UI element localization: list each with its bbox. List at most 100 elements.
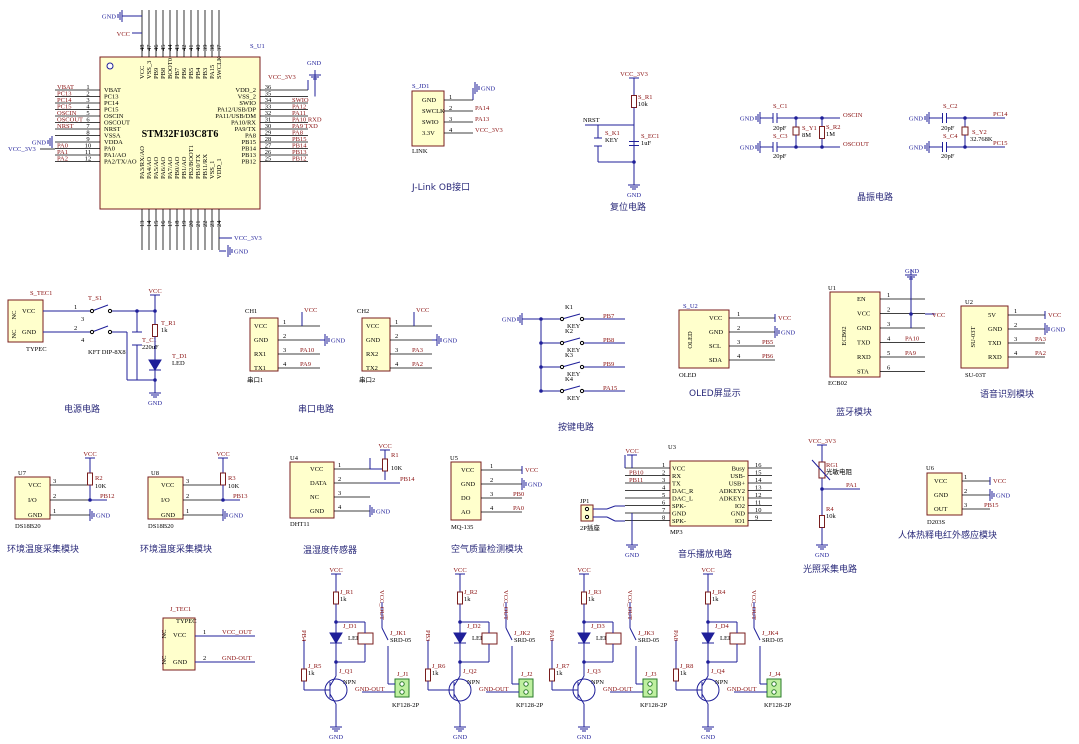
- res-ref: J_R3: [588, 589, 601, 596]
- power-label: VCC_3V3: [268, 74, 296, 81]
- net-label: PA0: [513, 505, 524, 512]
- relay-val: SRD-05: [390, 637, 411, 644]
- wire: [811, 459, 831, 481]
- junction-dot: [820, 145, 824, 149]
- pin-name: GND: [672, 511, 686, 518]
- pin-number: 39: [202, 45, 209, 52]
- resistor-body: [549, 668, 555, 682]
- ground-label: GND: [96, 513, 110, 520]
- pin-name: GND: [22, 329, 36, 336]
- pin-number: 4: [283, 361, 287, 368]
- net-label: PA11: [292, 110, 306, 117]
- power-label: VCC: [701, 567, 714, 574]
- pin-number: 25: [265, 156, 272, 163]
- pin-number: 1: [887, 292, 890, 299]
- net-label: PB12: [100, 493, 114, 500]
- pin-name: TX: [672, 481, 681, 488]
- power-label: VCC: [378, 443, 391, 450]
- junction-dot: [153, 309, 157, 313]
- power-symbol: VCC: [989, 477, 1006, 485]
- net-label: NRST: [57, 123, 74, 130]
- terminal-screw: [647, 681, 653, 687]
- pin-name: VBAT: [104, 87, 121, 94]
- mp3-sub: MP3: [670, 529, 683, 536]
- pin-number: 23: [209, 221, 216, 228]
- pin-number: 8: [662, 515, 665, 522]
- pin-name: PC14: [104, 100, 119, 107]
- pin-number: 18: [174, 221, 181, 228]
- net-label: OSCOUT: [843, 141, 869, 148]
- pin-number: 41: [188, 45, 195, 52]
- power-symbol: VCC: [453, 567, 467, 575]
- terminal-val: KF128-2P: [392, 702, 419, 709]
- led-ref: J_D1: [343, 623, 357, 630]
- junction-dot: [539, 365, 543, 369]
- res-ref: R1: [391, 452, 399, 459]
- power-symbol: VCC: [701, 567, 715, 575]
- oled-sub: OLED: [679, 372, 697, 379]
- relay-val: SRD-05: [514, 637, 535, 644]
- pin-number: 48: [139, 45, 146, 52]
- ground-label: GND: [740, 145, 754, 152]
- pin-number: 20: [188, 221, 195, 228]
- pin-name: 5V: [988, 312, 996, 319]
- pin-number: 1: [186, 508, 189, 515]
- pin-number: 10: [755, 507, 762, 514]
- ground-symbol: GND: [148, 388, 162, 407]
- wire: [329, 675, 337, 687]
- res-val: 10K: [95, 483, 107, 490]
- jlink-ref: S_JD1: [412, 83, 429, 90]
- pin-name: DAC_L: [672, 496, 693, 503]
- relay-ref: J_JK2: [514, 630, 530, 637]
- ground-label: GND: [528, 482, 542, 489]
- led-ref: T_D1: [172, 353, 187, 360]
- net-label: PA2: [412, 361, 423, 368]
- junction-dot: [334, 620, 338, 624]
- led-ref: J_D4: [715, 623, 729, 630]
- terminal-screw: [523, 681, 529, 687]
- pin-name: PB8: [160, 68, 167, 79]
- pin-number: 3: [1014, 336, 1017, 343]
- power-label: VCC: [216, 451, 229, 458]
- pin-name: PA10/RX: [231, 120, 256, 127]
- terminal-screw: [399, 681, 405, 687]
- pin-number: 4: [737, 353, 741, 360]
- ds-caption: 环境温度采集模块: [140, 543, 212, 555]
- led-symbol: [148, 359, 162, 371]
- pin-name: NC: [161, 629, 168, 638]
- pin-name: PB7: [174, 67, 181, 79]
- pin-number: 40: [195, 45, 202, 52]
- switch-contact: [89, 308, 95, 314]
- terminal-val: KF128-2P: [764, 702, 791, 709]
- resistor-body: [220, 472, 226, 486]
- terminal-block: [766, 678, 782, 698]
- typec2-body: [162, 617, 196, 671]
- net-label: OSCIN: [843, 112, 863, 119]
- pin-number: 3: [737, 339, 740, 346]
- net-label: PC14: [993, 111, 1008, 118]
- led-val: LED: [472, 635, 485, 642]
- wire: [606, 505, 616, 510]
- pin-name: SDA: [709, 357, 722, 364]
- net-label: PB14: [292, 143, 307, 150]
- pin-number: 15: [153, 221, 160, 228]
- pin-name: BOOT0: [167, 58, 174, 79]
- net-label: PA3: [1035, 336, 1046, 343]
- led-symbol: [701, 632, 715, 644]
- switch-ref: T_S1: [88, 295, 102, 302]
- crystal-val: 8M: [802, 132, 811, 139]
- pin-number: 21: [195, 221, 202, 228]
- net-label: GND-OUT: [355, 686, 385, 693]
- ds-caption: 环境温度采集模块: [7, 543, 79, 555]
- res-val: 1k: [556, 670, 563, 677]
- pin-name: PA1/AO: [104, 152, 126, 159]
- pir-sub: D203S: [927, 519, 945, 526]
- pin-name: DAC_R: [672, 488, 694, 495]
- pin-name: PB12: [242, 159, 256, 166]
- transistor-val: NPN: [715, 679, 728, 686]
- dht-caption: 温湿度传感器: [303, 544, 357, 556]
- net-label: PA9: [300, 361, 311, 368]
- pin-number: 31: [265, 117, 272, 124]
